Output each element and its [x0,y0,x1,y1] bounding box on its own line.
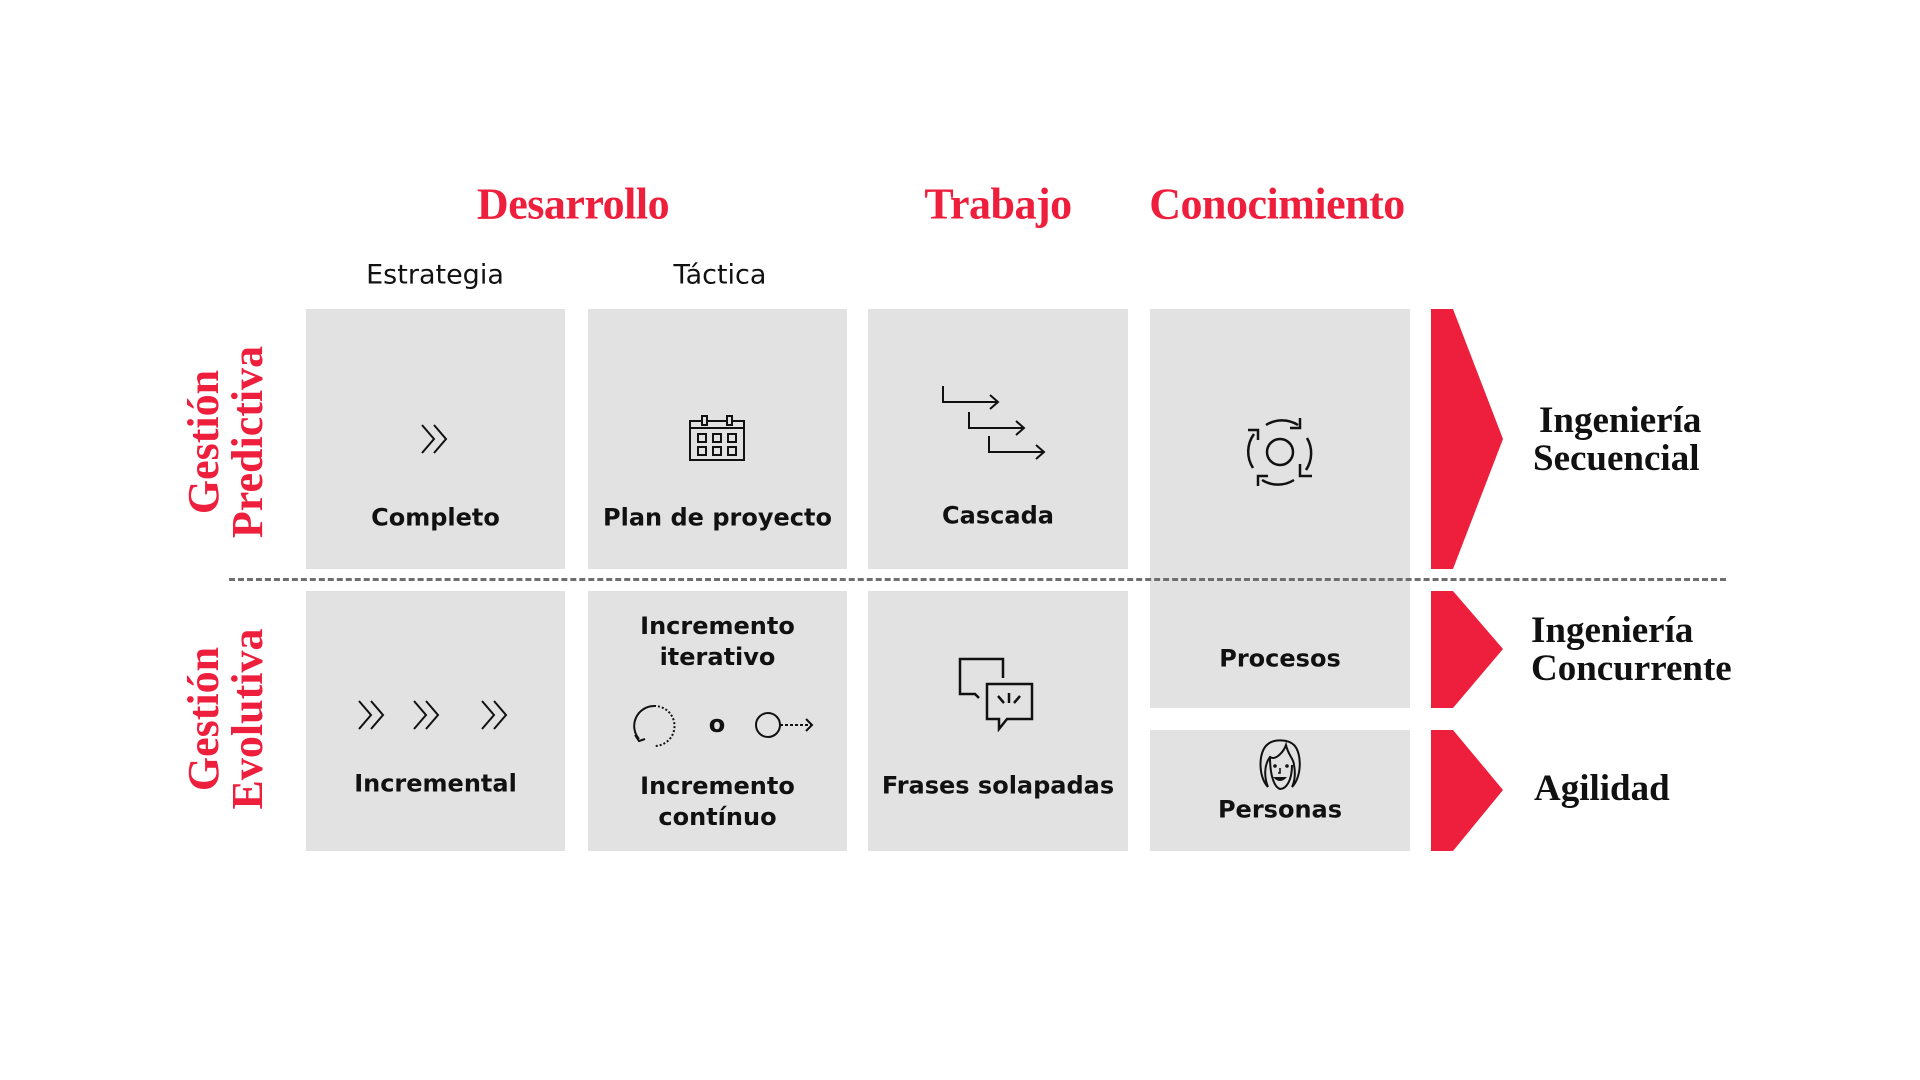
result-line: Ingeniería [1531,610,1694,651]
iterative-loop-icon [631,703,677,749]
cell-cascada: Cascada [868,309,1128,569]
arrow-concurrente-icon [1431,591,1503,708]
cell-plan-de-proyecto: Plan de proyecto [588,309,847,569]
result-ingenieria-secuencial: Ingeniería Secuencial [1533,402,1701,478]
cell-label: Frases solapadas [881,771,1115,800]
row-label-line2: Predictiva [223,345,272,539]
arrow-agilidad-icon [1431,730,1503,851]
label-line: Incremento [640,612,795,640]
subcolumn-title-tactica: Táctica [673,259,767,291]
cell-label: Incremental [354,769,517,798]
column-title-conocimiento: Conocimiento [1149,179,1405,229]
row-label-line2: Evolutiva [223,628,272,810]
cell-frases-solapadas: Frases solapadas [868,591,1128,851]
result-line: Secuencial [1533,438,1700,479]
cell-completo: Completo [306,309,565,569]
row-label-gestion-evolutiva: Gestión Evolutiva [179,628,272,810]
arrow-secuencial-icon [1431,309,1503,569]
row-label-gestion-predictiva: Gestión Predictiva [179,345,272,539]
cell-incremento: Incremento iterativo o Incremento contín… [588,591,847,851]
calendar-icon [688,414,746,462]
continuous-arrow-icon [754,710,816,740]
subcolumn-title-estrategia: Estrategia [366,259,504,291]
label-line: contínuo [658,803,777,831]
row-divider [229,578,1726,581]
cell-label: Personas [1217,795,1343,824]
cell-label: Completo [371,503,500,532]
result-line: Ingeniería [1539,400,1702,441]
cell-label-continuo: Incremento contínuo [588,771,847,833]
row-label-line1: Gestión [179,369,228,515]
cycle-arrows-icon [1244,416,1316,488]
double-chevron-icon [419,422,453,456]
cell-conocimiento: Procesos [1150,309,1410,708]
column-title-desarrollo: Desarrollo [476,179,670,229]
result-ingenieria-concurrente: Ingeniería Concurrente [1531,612,1732,688]
waterfall-arrows-icon [941,384,1051,460]
result-agilidad: Agilidad [1534,770,1670,808]
label-line: Incremento [640,772,795,800]
person-face-icon [1256,737,1304,793]
result-line: Concurrente [1531,648,1732,689]
row-label-line1: Gestión [179,646,228,792]
cell-label-iterativo: Incremento iterativo [588,611,847,673]
label-line: iterativo [659,643,776,671]
connector-label: o [708,710,726,738]
cell-label: Plan de proyecto [603,503,832,532]
overlapping-speech-bubbles-icon [957,656,1035,732]
triple-double-chevron-icon [356,698,516,732]
cell-label-procesos: Procesos [1219,644,1341,673]
cell-label: Cascada [942,501,1054,530]
result-line: Agilidad [1534,768,1670,809]
cell-personas: Personas [1150,730,1410,851]
column-title-trabajo: Trabajo [924,179,1072,229]
cell-incremental: Incremental [306,591,565,851]
